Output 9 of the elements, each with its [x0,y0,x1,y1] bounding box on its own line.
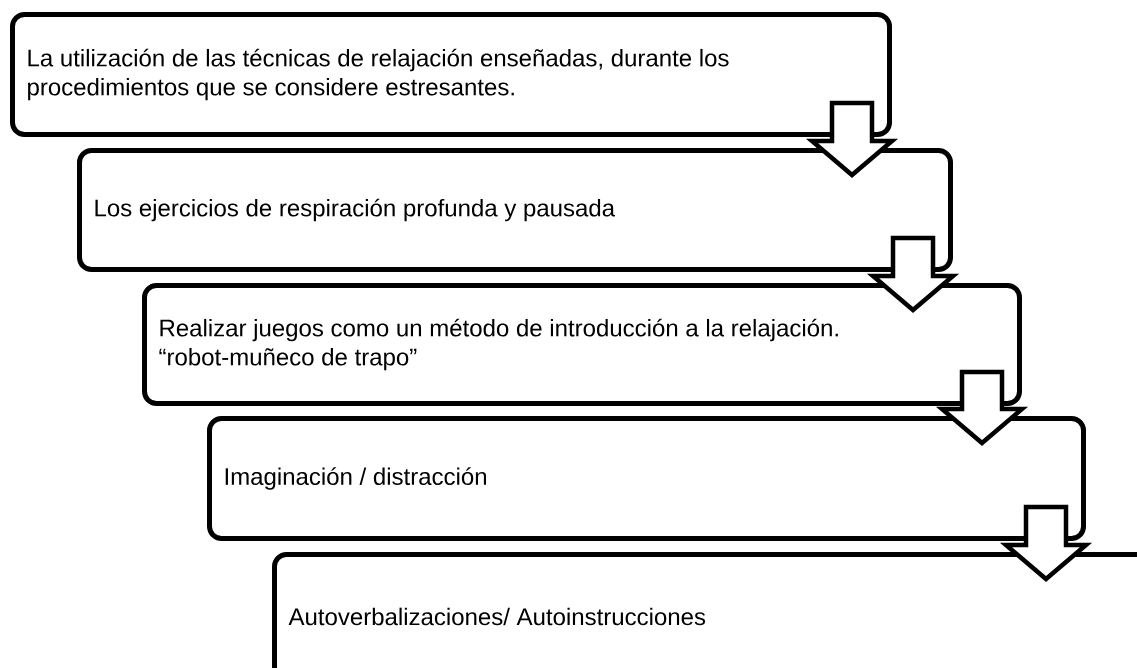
block-arrow [866,235,960,313]
process-box: Los ejercicios de respiración profunda y pausada [77,148,953,272]
process-box: Imaginación / distracción [207,416,1086,541]
process-box: Realizar juegos como un método de introducción a la relajación. “robot-muñeco de trapo” [142,283,1022,406]
block-arrow [805,100,899,178]
process-box: Autoverbalizaciones/ Autoinstrucciones [272,552,1137,668]
block-arrow [999,504,1093,582]
block-arrow [935,369,1029,446]
process-box: La utilización de las técnicas de relajación enseñadas, durante los procedimientos que se considere estresantes. [10,12,892,137]
